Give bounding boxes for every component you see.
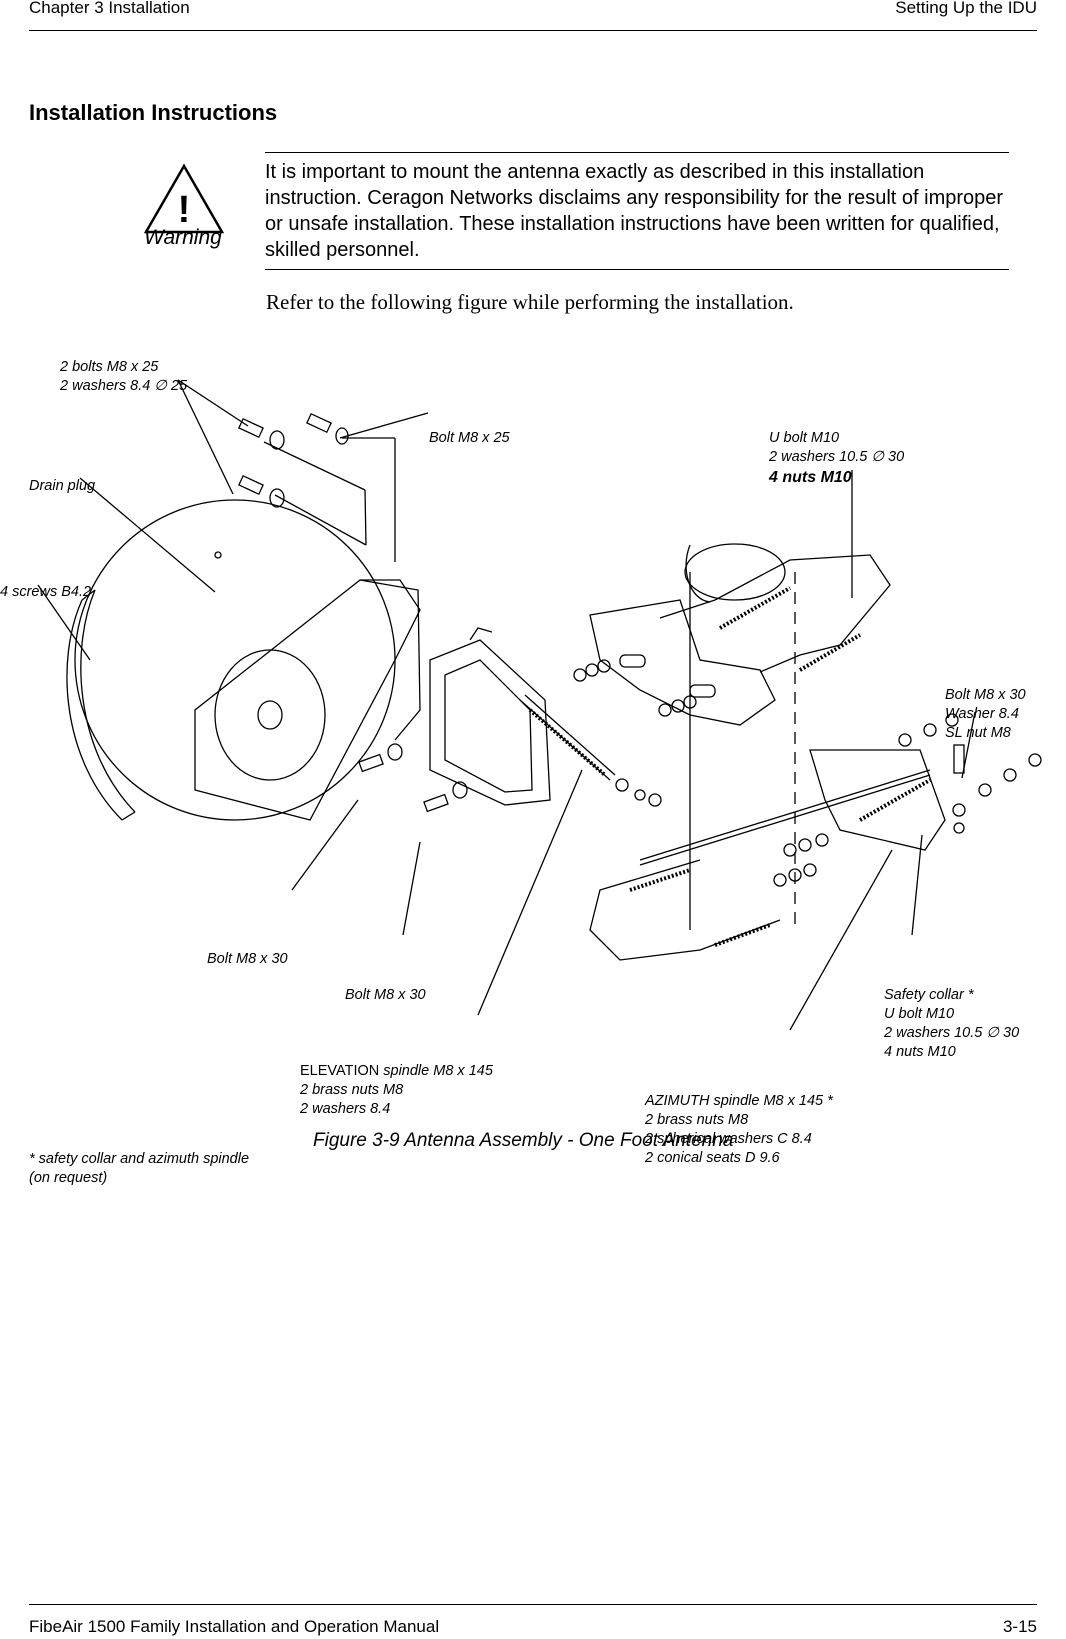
label-bolt-m8x30-a: Bolt M8 x 30: [207, 951, 288, 967]
figure-caption: Figure 3-9 Antenna Assembly - One Foot A…: [313, 1130, 734, 1151]
label-ubolt-top: U bolt M10 2 washers 10.5 ∅ 30: [769, 430, 905, 465]
warning-text: It is important to mount the antenna exa…: [265, 152, 1009, 270]
chapter-title: Chapter 3 Installation: [29, 0, 190, 17]
intro-paragraph: Refer to the following figure while perf…: [266, 290, 794, 314]
section-title: Installation Instructions: [29, 100, 278, 125]
page-header: Chapter 3 Installation Setting Up the ID…: [29, 0, 1037, 31]
label-bolt-m8x25: Bolt M8 x 25: [429, 430, 510, 446]
warning-label: Warning: [144, 226, 222, 249]
label-drain-plug: Drain plug: [29, 478, 96, 494]
label-screws: 4 screws B4.2: [0, 584, 92, 600]
page-footer: FibeAir 1500 Family Installation and Ope…: [29, 1604, 1037, 1639]
label-bolts-washers: 2 bolts M8 x 25 2 washers 8.4 ∅ 25: [60, 359, 188, 394]
label-bolt-washer-slnut: Bolt M8 x 30 Washer 8.4 SL nut M8: [945, 687, 1026, 741]
svg-text:!: !: [178, 189, 191, 231]
antenna-assembly-drawing: [37, 379, 1042, 1031]
section-name: Setting Up the IDU: [895, 0, 1037, 17]
label-bolt-m8x30-b: Bolt M8 x 30: [345, 987, 426, 1003]
footnote: * safety collar and azimuth spindle (on …: [29, 1151, 250, 1186]
label-safety-collar: Safety collar * U bolt M10 2 washers 10.…: [884, 987, 1020, 1060]
label-elevation-spindle: ELEVATION spindle M8 x 145 2 brass nuts …: [300, 1063, 493, 1117]
page-number: 3-15: [1002, 1617, 1037, 1636]
manual-title: FibeAir 1500 Family Installation and Ope…: [29, 1617, 440, 1636]
warning-triangle-icon: !: [143, 163, 225, 234]
label-azimuth-spindle: AZIMUTH spindle M8 x 145 * 2 brass nuts …: [645, 1093, 833, 1166]
label-ubolt-top-nuts: 4 nuts M10: [769, 469, 852, 486]
